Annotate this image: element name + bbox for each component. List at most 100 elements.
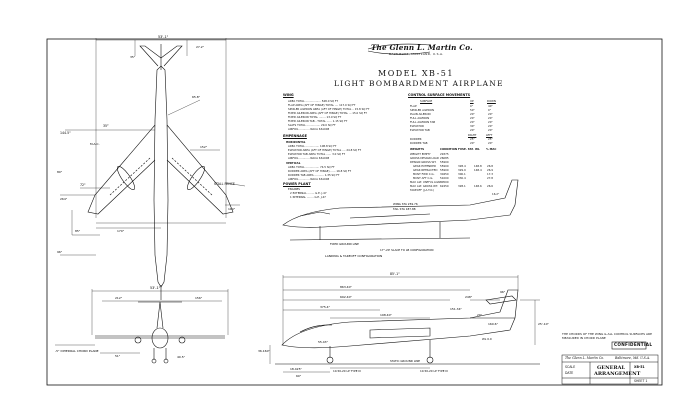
front-dim-c: 51" [115,354,121,358]
wing-row: FIXED AILERON TOTAL ........ 13.9 SQ FT [288,115,342,119]
cs-row-surface: ELEVATOR [410,124,424,128]
vertical-row: AREA TOTAL ................ 74.5 SQ FT [288,165,335,169]
plan-dim-f: 110" [228,207,236,211]
large-gear-label2: 10.50-20 LP TYPE III [420,369,448,373]
vertical-heading: VERTICAL [286,161,301,165]
cs-row-up: 50° [470,108,475,112]
vertical-row: RUDDER AREA (AFT OF HINGE) ...... 16.8 S… [288,169,352,173]
weights-row: 26.9 [487,168,493,172]
horizontal-row: ELEVATOR AREA (AFT OF HINGE) TOTAL .... … [288,148,361,152]
front-dimensions [55,289,229,354]
large-overall: 85'-1" [390,272,400,276]
weights-row: MAX ALT. GROSS WT. [410,184,439,188]
title-block-drawing-no: XB-51 [634,365,645,369]
weights-header: WEIGHTS [410,147,425,151]
large-dim-j: 36.160" [258,349,270,353]
weights-row: 330.4 [458,176,466,180]
plan-tail-angle: 35° [130,55,136,59]
rudder-row-left: 25° [488,137,493,141]
cs-row-up: 30° [470,124,475,128]
cs-row-up: 20° [470,128,475,132]
plan-dim-b: 85" [75,229,81,233]
weights-header: WL [475,147,480,151]
front-dim-b: 156" [195,296,203,300]
large-dim-a: 863.40" [340,285,352,289]
airplane-subtitle: LIGHT BOMBARDMENT AIRPLANE [334,79,504,88]
wing-row: SLATS TOTAL ................ 29.0 SQ FT [288,123,336,127]
plan-tail-span: 27.2" [196,45,205,49]
weights-row: 329.9 [458,168,466,172]
weights-row: 148.8 [474,164,482,168]
cs-row-down: 20° [488,124,493,128]
cs-row-down: 20° [488,120,493,124]
front-left-engine [134,336,142,344]
title-block-date-label: DATE [565,371,574,375]
wing-heading: WING [283,93,294,97]
wing-row: FIXED AILERON TAB - TOTAL ...... 1.15 SQ… [288,119,348,123]
front-fin [156,301,164,329]
rudder-row-right: 25° [470,137,475,141]
front-dihedral-label: -5° DIHEDRAL CHORD PLANE [55,349,99,353]
rudder-row-right: 20° [470,141,475,145]
plan-dim-d: 65.8" [192,95,201,99]
front-fuselage [151,327,169,349]
small-side-label4: LANDING & TAKEOFF CONFIGURATION [325,254,382,258]
small-side-label3: FIXED GROUND LINE [330,242,359,246]
title-block-company: The Glenn L. Martin Co. [565,356,605,360]
weights-row: 30450 [440,172,449,176]
weights-row: 26085 [440,156,449,160]
large-dim-c: 375.4" [320,305,331,309]
large-dim-e: 198.40" [380,313,392,317]
weights-row: 328.4 [458,164,466,168]
large-angle-label: 20° [477,313,483,317]
weights-row: MOST AFT C.G. [413,176,434,180]
model-title: MODEL XB-51 [378,69,454,78]
plan-tip-chord-label: 72" [80,183,86,187]
cs-row-surface: SPOILER AILERON [410,108,434,112]
side-view-large [275,289,540,365]
weights-row: 148.4 [474,168,482,172]
cs-row-surface: PLAIN AILERON [410,112,431,116]
weights-header: CONDITION [440,147,458,151]
weights-row: 30500 [440,180,449,184]
side-view-small [282,179,519,241]
horizontal-row: AREA TOTAL ................ 108.8 SQ FT [288,144,337,148]
wing-row: FIXED AILERON AREA (AFT OF HINGE) TOTAL … [288,111,367,115]
front-span-label: 53'-1" [150,286,161,290]
empennage-heading: EMPENNAGE [283,134,307,138]
cs-row-surface: FULL AILERON [410,116,430,120]
plan-dim-c: 170" [117,229,125,233]
confidential-stamp-box [611,341,647,350]
cs-row-down: 20° [488,112,493,116]
plan-dim-a: 264" [60,197,68,201]
rudder-col-right: RIGHT [468,133,477,137]
weights-row: 51000 [440,176,449,180]
weights-row: 17.3 [487,172,493,176]
plan-view [87,44,234,300]
cs-row-up: 20° [470,116,475,120]
small-side-label1: WING STA 259.76 [393,202,418,206]
weights-row: GROSS DESIGN LOAD [410,156,439,160]
company-logo [367,43,431,55]
large-ground-label: STATIC GROUND LINE [390,359,420,363]
plan-chord-2: 96" [57,250,63,254]
large-dim-b: 692.40" [340,295,352,299]
cs-row-down: 20° [488,128,493,132]
weights-angle: 16.2° [492,192,500,196]
horizontal-heading: HORIZONTAL [286,140,306,144]
plan-dim-e: 152" [200,145,208,149]
vertical-row: RUDDER TAB AREA ........... 1.35 SQ FT [288,173,340,177]
large-side-canopy [299,324,333,333]
col-down: DOWN [487,99,496,103]
cs-row-down: 20° [488,116,493,120]
weights-row: 55900 [440,168,449,172]
wing-row: SPOILER AILERON AREA (AFT OF HINGE) TOTA… [288,107,370,111]
large-dim-m: 55.43" [318,340,329,344]
title-block-scale-label: SCALE [565,365,576,369]
col-surface: SURFACE [420,99,433,103]
weights-row: 29375 [440,152,449,156]
plan-stall-fence-label: STALL FENCE [214,182,235,186]
weights-row: GEAR RETRACTED [413,168,438,172]
weights-row: TAKEOFF (J.A.T.O.) [410,188,435,192]
